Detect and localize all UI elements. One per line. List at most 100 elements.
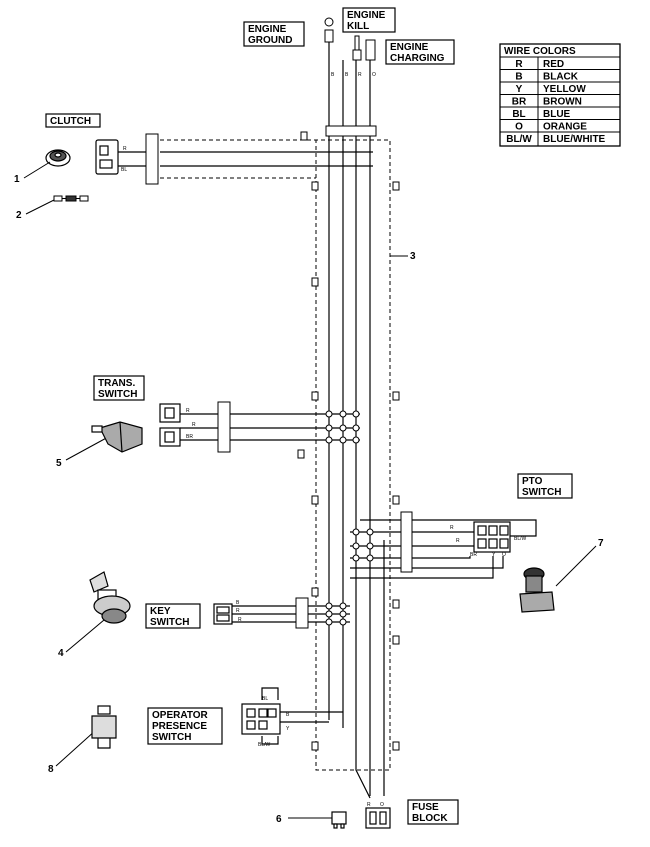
trans-switch-connectors xyxy=(159,403,181,447)
svg-text:ENGINE: ENGINE xyxy=(347,10,386,21)
label-fuse-block: FUSE BLOCK xyxy=(407,799,459,825)
svg-text:GROUND: GROUND xyxy=(248,35,292,46)
wire-wraps xyxy=(145,125,413,629)
clutch-connector xyxy=(95,139,146,175)
wire-colors-legend: WIRE COLORS R RED B BLACK Y YELLOW BR BR… xyxy=(499,43,621,147)
svg-text:FUSE: FUSE xyxy=(412,802,439,813)
svg-text:OPERATOR: OPERATOR xyxy=(152,710,209,721)
legend-color: RED xyxy=(543,59,564,70)
legend-color: YELLOW xyxy=(543,84,586,95)
legend-color: BROWN xyxy=(543,97,582,108)
callout-leaders xyxy=(23,161,597,819)
trans-switch-part-icon xyxy=(91,421,143,453)
svg-text:B: B xyxy=(345,72,349,78)
clutch-wire-code: R xyxy=(123,146,127,152)
legend-color: BLUE xyxy=(543,109,571,120)
label-engine-charging: ENGINE CHARGING xyxy=(385,39,455,65)
key-wire-codes: B R R xyxy=(236,600,242,623)
harness-clips xyxy=(297,131,400,751)
svg-text:ENGINE: ENGINE xyxy=(248,24,287,35)
svg-text:SWITCH: SWITCH xyxy=(150,617,189,628)
pto-switch-part-icon xyxy=(519,567,555,613)
fuse-wire-codes: R O xyxy=(367,802,384,808)
svg-text:R: R xyxy=(192,422,196,428)
svg-text:CHARGING: CHARGING xyxy=(390,53,445,64)
callout-5: 5 xyxy=(56,458,62,469)
callout-8: 8 xyxy=(48,764,54,775)
svg-text:SWITCH: SWITCH xyxy=(98,389,137,400)
svg-text:Y: Y xyxy=(492,552,496,558)
operator-presence-part-icon xyxy=(91,705,117,749)
engine-charging-terminal xyxy=(365,39,376,61)
legend-color: BLUE/WHITE xyxy=(543,134,606,145)
callout-3: 3 xyxy=(410,251,416,262)
legend-code: BL xyxy=(512,109,525,120)
svg-text:BL: BL xyxy=(262,696,268,702)
legend-code: O xyxy=(515,122,523,133)
svg-text:R: R xyxy=(186,408,190,414)
clutch-wire-part-icon xyxy=(53,195,89,202)
label-clutch: CLUTCH xyxy=(45,113,101,128)
svg-text:BL/W: BL/W xyxy=(514,536,527,542)
legend-code: R xyxy=(515,59,523,70)
svg-text:B: B xyxy=(331,72,335,78)
callout-numbers: 1 2 3 4 5 6 7 8 xyxy=(14,174,604,825)
callout-2: 2 xyxy=(16,210,22,221)
svg-text:Y: Y xyxy=(286,726,290,732)
svg-text:R: R xyxy=(236,608,240,614)
pto-switch-connector xyxy=(473,521,511,553)
legend-code: BR xyxy=(512,97,527,108)
svg-text:R: R xyxy=(367,802,371,808)
svg-text:SWITCH: SWITCH xyxy=(152,732,191,743)
operator-wire-codes: BL B Y BL/W xyxy=(258,696,290,748)
svg-text:PTO: PTO xyxy=(522,476,543,487)
top-wire-codes: B B R O xyxy=(331,72,376,78)
pto-wire-codes: R R BR Y O BL/W xyxy=(450,525,527,558)
svg-text:BR: BR xyxy=(470,552,477,558)
svg-text:PRESENCE: PRESENCE xyxy=(152,721,207,732)
svg-text:R: R xyxy=(238,617,242,623)
svg-text:BL/W: BL/W xyxy=(258,742,271,748)
engine-kill-terminal xyxy=(352,35,362,61)
svg-text:CLUTCH: CLUTCH xyxy=(50,116,91,127)
legend-code: Y xyxy=(516,84,523,95)
fuse-part-icon xyxy=(331,811,347,829)
label-operator-presence-switch: OPERATOR PRESENCE SWITCH xyxy=(147,707,223,745)
svg-text:BR: BR xyxy=(186,434,193,440)
legend-color: ORANGE xyxy=(543,122,587,133)
callout-6: 6 xyxy=(276,814,282,825)
label-engine-kill: ENGINE KILL xyxy=(342,7,396,33)
svg-text:BLOCK: BLOCK xyxy=(412,813,448,824)
svg-text:O: O xyxy=(502,552,506,558)
svg-text:ENGINE: ENGINE xyxy=(390,42,429,53)
legend-code: BL/W xyxy=(506,134,532,145)
svg-text:R: R xyxy=(456,538,460,544)
legend-title: WIRE COLORS xyxy=(504,46,576,57)
callout-7: 7 xyxy=(598,538,604,549)
svg-text:B: B xyxy=(236,600,240,606)
key-switch-part-icon xyxy=(89,571,131,624)
harness-outline xyxy=(160,139,391,771)
svg-text:O: O xyxy=(372,72,376,78)
trans-wire-codes: R R BR xyxy=(186,408,196,440)
svg-text:B: B xyxy=(286,712,290,718)
label-pto-switch: PTO SWITCH xyxy=(517,473,573,499)
legend-color: BLACK xyxy=(543,72,579,83)
clutch-wire-code: BL xyxy=(121,167,127,173)
svg-text:O: O xyxy=(380,802,384,808)
callout-1: 1 xyxy=(14,174,20,185)
engine-ground-terminal xyxy=(324,17,334,43)
svg-text:R: R xyxy=(358,72,362,78)
svg-text:TRANS.: TRANS. xyxy=(98,378,135,389)
svg-text:SWITCH: SWITCH xyxy=(522,487,561,498)
legend-code: B xyxy=(515,72,522,83)
operator-presence-connector xyxy=(241,703,281,735)
key-switch-connector xyxy=(213,603,233,625)
main-wires xyxy=(160,40,537,799)
label-key-switch: KEY SWITCH xyxy=(145,603,201,629)
svg-text:KEY: KEY xyxy=(150,606,171,617)
clutch-part-icon xyxy=(45,149,71,167)
svg-text:R: R xyxy=(450,525,454,531)
label-engine-ground: ENGINE GROUND xyxy=(243,21,305,47)
